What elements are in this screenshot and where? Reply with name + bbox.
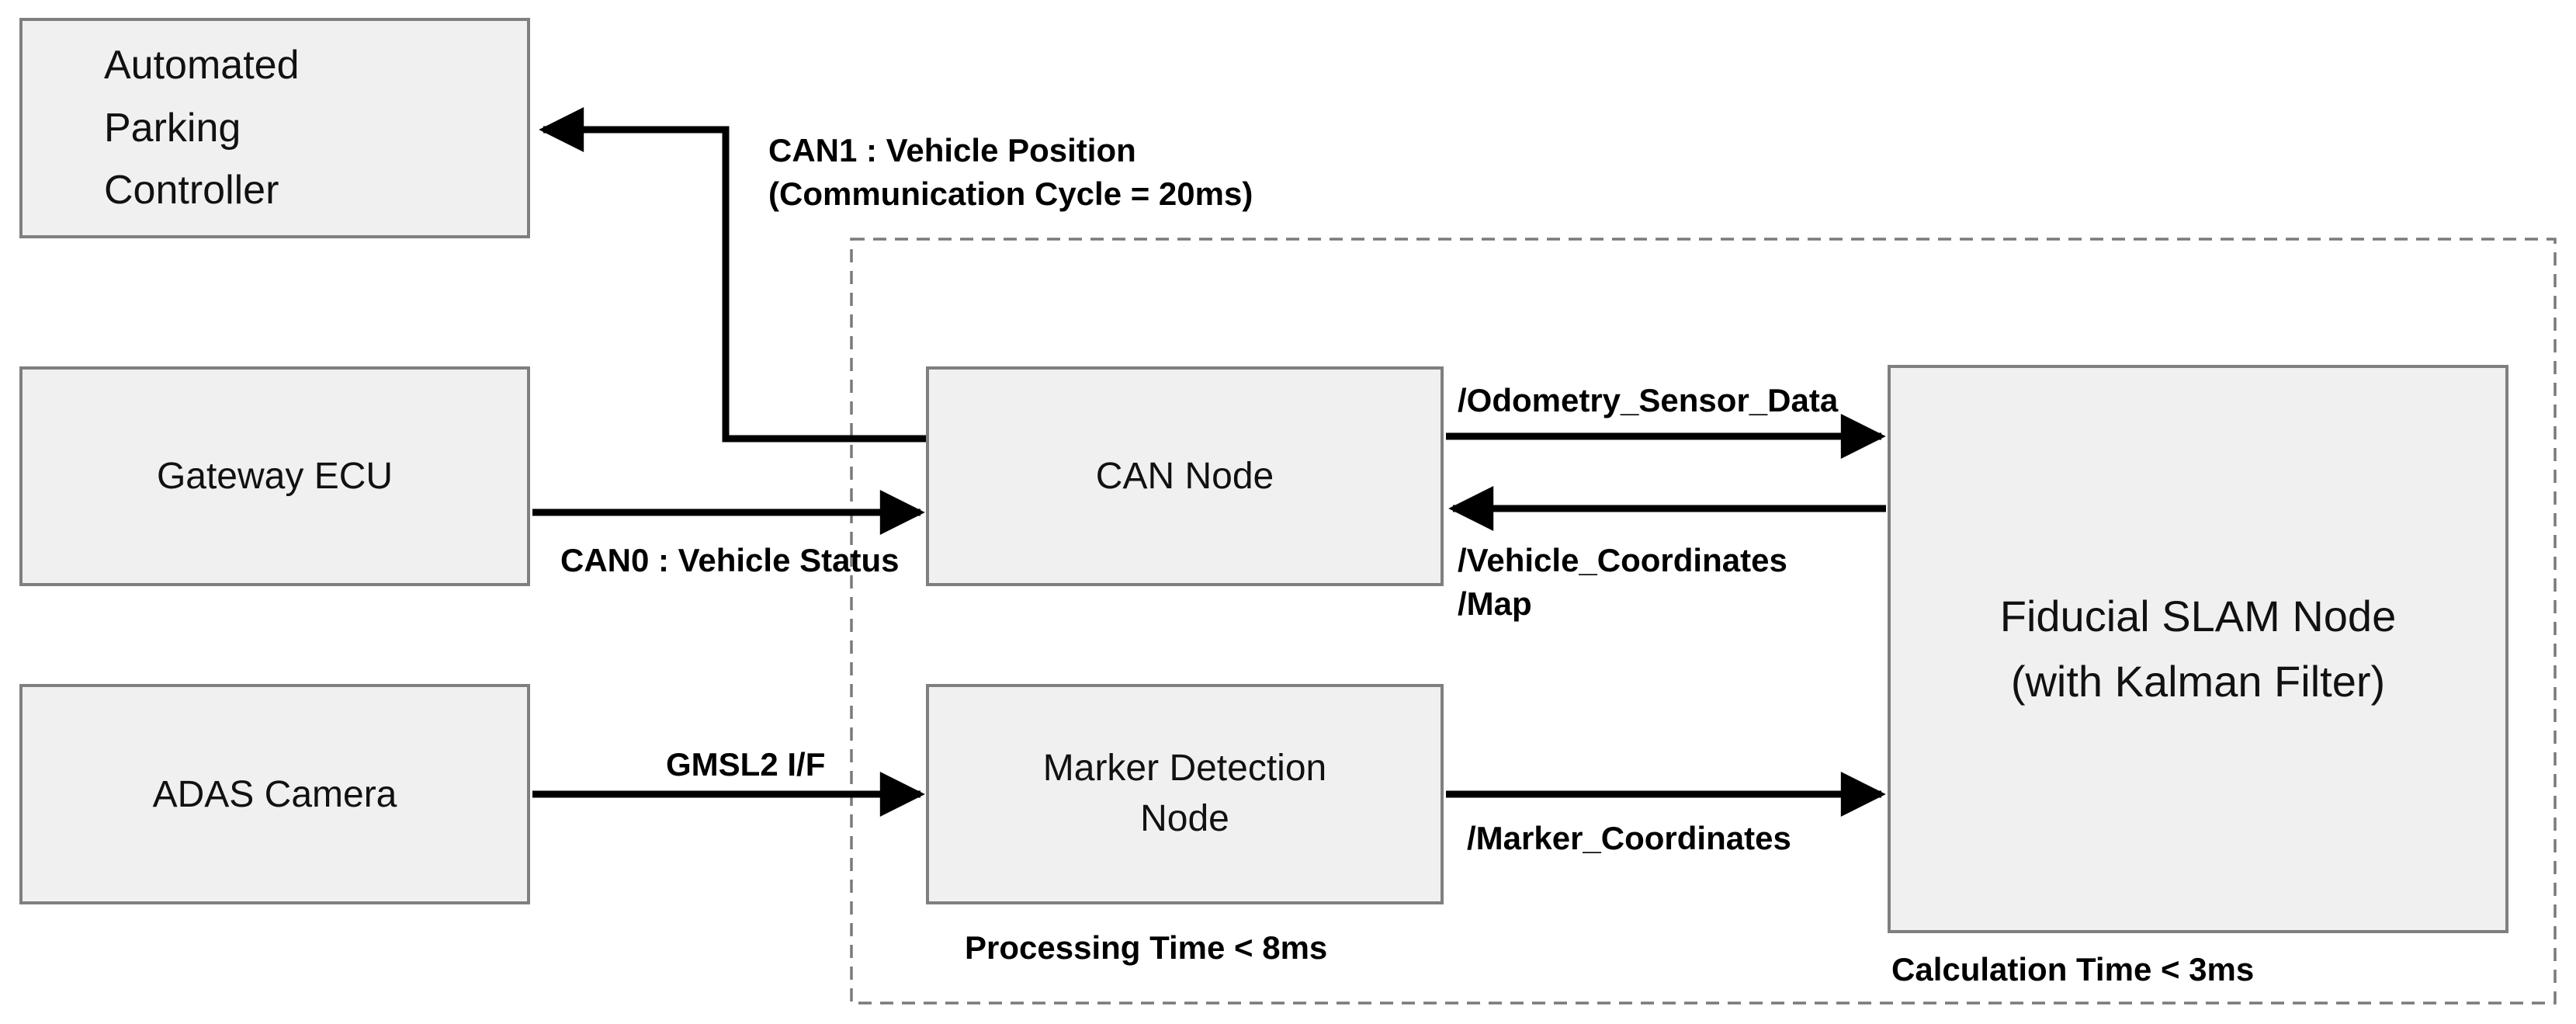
node-label: Gateway ECU xyxy=(156,456,394,497)
node-adas-camera: ADAS Camera xyxy=(19,684,530,904)
can1-arrow-label: CAN1 : Vehicle Position (Communication C… xyxy=(768,129,1253,216)
can0-arrow-label: CAN0 : Vehicle Status xyxy=(560,542,900,578)
node-label: Controller xyxy=(104,168,279,213)
calculation-time-note: Calculation Time < 3ms xyxy=(1891,951,2255,988)
odometry-topic-label: /Odometry_Sensor_Data xyxy=(1458,382,1839,418)
node-label: Fiducial SLAM Node xyxy=(1999,592,2397,640)
vehicle-coordinates-topic-label: /Vehicle_Coordinates /Map xyxy=(1458,539,1787,626)
processing-time-note: Processing Time < 8ms xyxy=(965,929,1328,966)
can1-arrow-label-line1: CAN1 : Vehicle Position xyxy=(768,132,1136,168)
vehicle-coordinates-topic-line1: /Vehicle_Coordinates xyxy=(1458,542,1787,578)
node-label: CAN Node xyxy=(1095,456,1274,497)
node-marker-detection: Marker Detection Node xyxy=(926,684,1444,904)
vehicle-coordinates-topic-line2: /Map xyxy=(1458,585,1532,622)
node-label: Automated xyxy=(104,43,300,89)
node-label: (with Kalman Filter) xyxy=(2010,657,2386,706)
node-label: Node xyxy=(1140,798,1229,839)
gmsl2-interface-label: GMSL2 I/F xyxy=(666,746,826,783)
node-label: ADAS Camera xyxy=(152,773,397,815)
node-gateway-ecu: Gateway ECU xyxy=(19,366,530,586)
node-fiducial-slam: Fiducial SLAM Node (with Kalman Filter) xyxy=(1888,365,2508,933)
can1-arrow-label-line2: (Communication Cycle = 20ms) xyxy=(768,175,1253,212)
node-label: Marker Detection xyxy=(1042,748,1327,790)
marker-coordinates-topic-label: /Marker_Coordinates xyxy=(1467,820,1791,856)
node-label: Parking xyxy=(104,105,241,151)
node-can-node: CAN Node xyxy=(926,366,1444,586)
node-automated-parking-controller: Automated Parking Controller xyxy=(19,18,530,238)
